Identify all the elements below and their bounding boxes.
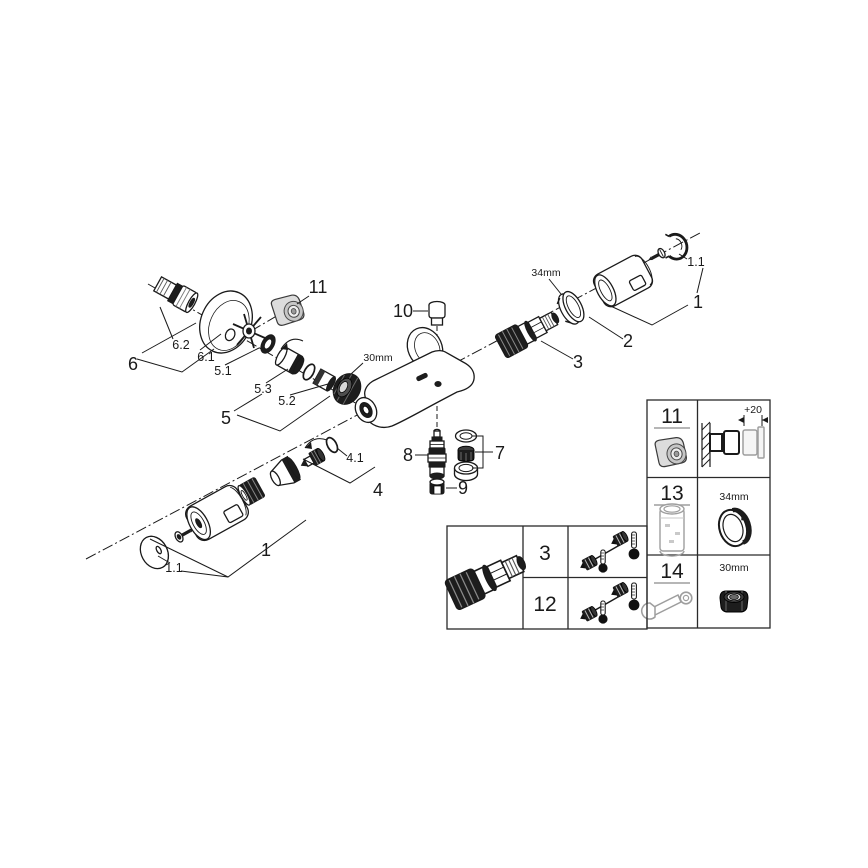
- depth-dimension-label: +20: [744, 404, 762, 416]
- part-o-ring: [302, 363, 316, 381]
- callout-5: 5: [221, 408, 231, 428]
- extension-sleeve-icon: [659, 503, 685, 557]
- faucet-badge: [416, 372, 428, 382]
- callout-8: 8: [403, 445, 413, 465]
- extension-cap-icon: [653, 434, 689, 469]
- part-11-cap: [269, 291, 307, 328]
- callout-1-top: 1: [693, 292, 703, 312]
- table-row-14-id: 14: [660, 560, 684, 583]
- part-2-ring: [556, 290, 585, 325]
- wall-mount-depth-icon: +20: [701, 404, 768, 468]
- accessory-table: 11 +20 13: [640, 399, 771, 629]
- callout-4: 4: [373, 480, 383, 500]
- callout-1-1-bottom: 1.1: [165, 561, 182, 575]
- callout-9: 9: [458, 478, 468, 498]
- part-5-3-barrel: [274, 346, 305, 375]
- hex-nut-30mm-icon: [719, 590, 749, 613]
- part-adapter-cone: [269, 455, 301, 487]
- callout-1-bottom: 1: [261, 540, 271, 560]
- rotation-arrow-handle: [304, 438, 328, 449]
- part-small-cylinder: [312, 368, 336, 392]
- callout-4-1: 4.1: [346, 451, 363, 465]
- callout-7: 7: [495, 443, 505, 463]
- part-8-cartridge: [427, 428, 447, 480]
- callout-1-1-top: 1.1: [687, 255, 704, 269]
- ring-nut-34mm-icon: [717, 507, 752, 548]
- callout-5-1: 5.1: [214, 364, 231, 378]
- callout-5-3: 5.3: [254, 382, 271, 396]
- callout-labels: 6.2 6.1 6 5.1 5.3 5.2 5 11 10 30mm 34mm …: [128, 255, 705, 575]
- callout-3: 3: [573, 352, 583, 372]
- part-star-marker: [232, 313, 266, 349]
- part-10-plug: [428, 300, 446, 326]
- callout-10: 10: [393, 301, 413, 321]
- callout-6-1: 6.1: [197, 350, 214, 364]
- valve-table: 3 12: [443, 525, 648, 630]
- rotation-arrowhead: [281, 343, 288, 350]
- part-nut-30mm: [332, 373, 362, 405]
- part-screw-top: [648, 247, 666, 261]
- faucet-screw-dot: [434, 381, 442, 387]
- callout-34mm: 34mm: [531, 267, 560, 279]
- part-3-check-valve: [493, 304, 565, 360]
- check-valve-icon: [443, 546, 532, 612]
- table-row-13-id: 13: [660, 482, 683, 505]
- valve-row-3-id: 3: [539, 542, 551, 565]
- callout-6: 6: [128, 354, 138, 374]
- rotation-arrow: [280, 338, 304, 350]
- part-spindle-star: [300, 447, 326, 468]
- part-screw-bottom: [174, 528, 194, 543]
- callout-11: 11: [309, 277, 328, 297]
- callout-6-2: 6.2: [172, 338, 189, 352]
- callout-2: 2: [623, 331, 633, 351]
- valve-thermometer-icon-row-3: [576, 529, 641, 574]
- faucet-body: [354, 326, 475, 429]
- part-9-adapter: [429, 478, 445, 495]
- nut-size-label: 30mm: [719, 562, 748, 574]
- valve-thermometer-icon-row-12: [576, 580, 641, 625]
- part-5-1-ring: [260, 334, 276, 354]
- table-row-11-id: 11: [661, 405, 683, 428]
- ring-size-label: 34mm: [719, 491, 748, 503]
- wrench-icon: [640, 591, 693, 620]
- part-1-sleeve-top: [592, 254, 654, 308]
- wall-connection-chain: [493, 232, 689, 360]
- callout-5-2: 5.2: [278, 394, 295, 408]
- callout-30mm: 30mm: [363, 352, 392, 364]
- leader-lines: [136, 253, 704, 578]
- part-6-2-nipple: [152, 275, 199, 314]
- part-4-1-o-ring: [325, 436, 339, 454]
- rotation-arrowhead-handle: [305, 442, 312, 449]
- part-knurled-ring: [237, 477, 265, 506]
- part-7-kit: [453, 429, 479, 482]
- handle-chain: [139, 436, 339, 570]
- part-1-1-clip-top: [664, 232, 689, 261]
- valve-row-12-id: 12: [533, 593, 556, 616]
- wall-union-chain: [152, 275, 362, 405]
- cartridge-group: [427, 428, 479, 495]
